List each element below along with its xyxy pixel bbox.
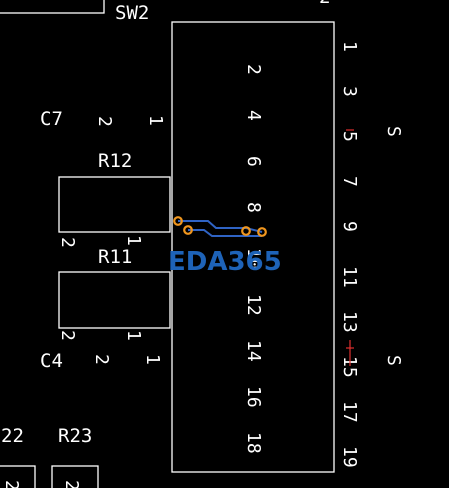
connector-pin-2-label: 2	[243, 64, 264, 75]
r11-pin1-label: 1	[123, 330, 144, 341]
connector-pin-6-label: 6	[243, 156, 264, 167]
c7-pin1-label: 1	[145, 115, 166, 126]
r22-partial-label: 22	[1, 425, 24, 447]
trace-net-b[interactable]	[188, 229, 262, 237]
connector-pin-11-label: 11	[339, 266, 360, 288]
s-mark-lower: S	[383, 355, 404, 366]
connector-pin-17-label: 17	[339, 401, 360, 423]
connector-pin-15-label: 15	[339, 356, 360, 378]
connector-pin-9-label: 9	[339, 221, 360, 232]
connector-pin-1-label: 1	[339, 41, 360, 52]
connector-pin-4-label: 4	[243, 110, 264, 121]
sw2-label: SW2	[115, 2, 149, 24]
watermark-logo: EDA365	[168, 247, 282, 277]
r11-label: R11	[98, 246, 132, 268]
connector-pin-19-label: 19	[339, 446, 360, 468]
via-pad-2[interactable]	[183, 225, 193, 235]
partial-pin-label-1: 2	[1, 480, 22, 488]
via-pad-4[interactable]	[257, 227, 267, 237]
connector-pin-7-label: 7	[339, 176, 360, 187]
connector-pin-16-label: 16	[243, 386, 264, 408]
connector-pin-13-label: 13	[339, 311, 360, 333]
connector-pin-12-label: 12	[243, 294, 264, 316]
connector-pin-3-label: 3	[339, 86, 360, 97]
connector-pin-8-label: 8	[243, 202, 264, 213]
via-pad-3[interactable]	[241, 226, 251, 236]
r12-label: R12	[98, 150, 132, 172]
r11-outline[interactable]	[58, 271, 171, 329]
trace-net-a[interactable]	[178, 220, 263, 233]
r23-label: R23	[58, 425, 92, 447]
s-mark-upper: S	[383, 126, 404, 137]
c4-label: C4	[40, 350, 63, 372]
partial-pin-label-2: 2	[61, 480, 82, 488]
via-pad-1[interactable]	[173, 216, 183, 226]
r12-outline[interactable]	[58, 176, 171, 233]
r23-outline[interactable]	[51, 465, 99, 488]
r22-outline[interactable]	[0, 465, 36, 488]
c4-pin2-label: 2	[91, 354, 112, 365]
r12-pin2-label: 2	[57, 237, 78, 248]
connector-outline[interactable]	[171, 21, 335, 473]
r12-pin1-label: 1	[123, 235, 144, 246]
connector-pin-5-label: 5	[339, 131, 360, 142]
c7-pin2-label: 2	[94, 116, 115, 127]
c4-pin1-label: 1	[142, 354, 163, 365]
connector-pin-14-label: 14	[243, 340, 264, 362]
sw2-outline[interactable]	[0, 0, 105, 14]
connector-even-pin-labels: 2 4 6 8 10 12 14 16 18	[243, 64, 264, 454]
connector-pin-10-label: 10	[243, 248, 264, 270]
c7-label: C7	[40, 108, 63, 130]
partial-label-top: 2	[319, 0, 330, 8]
connector-pin-18-label: 18	[243, 432, 264, 454]
r11-pin2-label: 2	[57, 330, 78, 341]
